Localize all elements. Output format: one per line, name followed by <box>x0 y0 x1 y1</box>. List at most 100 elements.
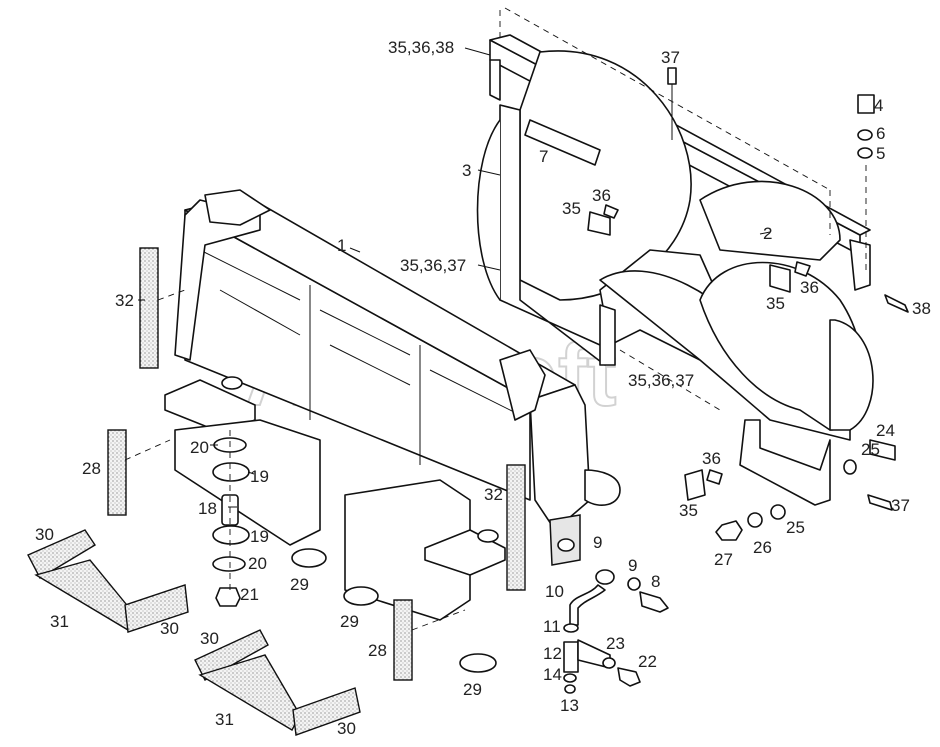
callout-30-a: 30 <box>35 525 54 544</box>
callout-32-right: 32 <box>484 485 503 504</box>
drain-fittings <box>557 538 669 694</box>
drain-plug-9-a <box>557 538 575 552</box>
grommet-29-a <box>291 548 327 568</box>
foam-strip-28-right <box>393 599 413 681</box>
support-block-30-d <box>292 687 361 736</box>
right-lower-tank <box>344 479 471 621</box>
callout-32-left: 32 <box>115 291 134 310</box>
callout-27: 27 <box>714 550 733 569</box>
callout-38: 38 <box>912 299 931 318</box>
callout-9-a: 9 <box>593 533 602 552</box>
callout-28-left: 28 <box>82 459 101 478</box>
callout-20-a: 20 <box>190 438 209 457</box>
foam-strip-32-right <box>506 464 526 591</box>
callout-36-b: 36 <box>800 278 819 297</box>
shroud-left-curve <box>476 119 501 301</box>
washer-6 <box>857 129 873 141</box>
shroud-lower-tab <box>599 304 616 366</box>
callout-24: 24 <box>876 421 895 440</box>
shroud-left-tab <box>489 59 501 101</box>
washer-5 <box>857 147 873 159</box>
radiator-outlet-pipe <box>584 469 621 506</box>
callout-31-a: 31 <box>50 612 69 631</box>
screw-38 <box>884 294 909 313</box>
callout-36-a: 36 <box>592 186 611 205</box>
callout-22: 22 <box>638 652 657 671</box>
left-lower-tank <box>174 419 321 546</box>
radiator-core <box>174 189 621 566</box>
nut-36-c <box>706 469 723 485</box>
callout-11: 11 <box>543 617 561 636</box>
leader-lines <box>138 47 771 508</box>
callout-14: 14 <box>543 665 562 684</box>
washer-25-b <box>770 504 786 520</box>
callout-12: 12 <box>543 644 562 663</box>
washer-26 <box>747 512 763 528</box>
banjo-fitting-9-b <box>595 569 615 585</box>
cross-support-lower <box>194 629 361 736</box>
callout-21: 21 <box>240 585 259 604</box>
callout-8: 8 <box>651 572 660 591</box>
callout-6: 6 <box>876 124 885 143</box>
callout-29-c: 29 <box>463 680 482 699</box>
bolt-4 <box>857 94 875 114</box>
clip-35-c <box>684 469 706 501</box>
left-mount-bolt-head <box>221 376 243 390</box>
callout-13: 13 <box>560 696 579 715</box>
callout-labels: 35,36,38 37 4 6 5 7 3 36 35 1 2 35,36,37… <box>35 38 931 738</box>
callout-1: 1 <box>337 236 346 255</box>
callout-25-b: 25 <box>786 518 805 537</box>
bolt-24 <box>869 439 896 461</box>
callout-37-top: 37 <box>661 48 680 67</box>
seal-strip-7 <box>524 119 601 166</box>
callout-29-b: 29 <box>340 612 359 631</box>
left-mount-assembly <box>164 376 327 607</box>
radiator-right-tank <box>529 384 591 531</box>
support-block-30-c <box>194 629 269 681</box>
callout-35-c: 35 <box>679 501 698 520</box>
clip-35-b <box>769 264 791 293</box>
callout-35-36-38: 35,36,38 <box>388 38 454 57</box>
callout-4: 4 <box>874 96 883 115</box>
support-block-30-b <box>124 584 189 633</box>
nut-27 <box>715 520 743 541</box>
valve-body-12 <box>563 641 579 673</box>
screw-37-b <box>867 494 893 511</box>
callout-7: 7 <box>539 147 548 166</box>
callout-35-36-37-b: 35,36,37 <box>628 371 694 390</box>
callout-35-a: 35 <box>562 199 581 218</box>
support-block-30-a <box>27 529 96 579</box>
callout-5: 5 <box>876 144 885 163</box>
callout-30-c: 30 <box>200 629 219 648</box>
callout-2: 2 <box>763 224 772 243</box>
shroud-right-tab <box>849 239 871 291</box>
callout-23: 23 <box>606 634 625 653</box>
callout-20-b: 20 <box>248 554 267 573</box>
callout-26: 26 <box>753 538 772 557</box>
isolator-19-upper <box>212 462 250 482</box>
grommet-29-b <box>343 586 379 606</box>
screw-22 <box>617 667 641 687</box>
right-mount-assembly <box>343 479 506 673</box>
radiator-left-cap-bracket <box>204 189 271 226</box>
foam-strip-32-left <box>139 247 159 369</box>
shroud-right-ring-top <box>699 180 841 261</box>
screw-37-top <box>667 67 677 85</box>
bolt-8 <box>639 591 669 613</box>
isolator-19-lower <box>212 525 250 545</box>
washer-9 <box>627 577 641 591</box>
callout-19-a: 19 <box>250 467 269 486</box>
callout-36-c: 36 <box>702 449 721 468</box>
foam-strip-28-left <box>107 429 127 516</box>
callout-30-b: 30 <box>160 619 179 638</box>
grommet-29-c <box>459 653 497 673</box>
washer-20-lower <box>212 556 246 572</box>
cross-support-upper <box>27 529 189 633</box>
callout-35-36-37-a: 35,36,37 <box>400 256 466 275</box>
nut-36-a <box>603 204 619 219</box>
washer-23 <box>602 657 616 669</box>
hardware-top <box>524 67 909 541</box>
fan-shroud <box>476 34 874 506</box>
